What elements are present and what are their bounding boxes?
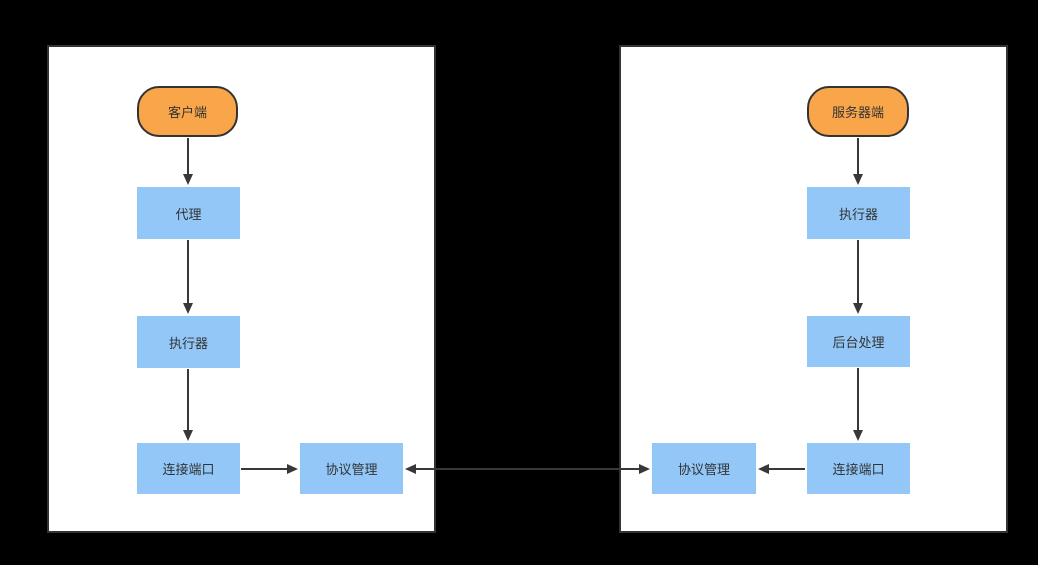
node-protocol-left[interactable]: 协议管理 <box>300 443 403 494</box>
node-executor-right[interactable]: 执行器 <box>807 187 910 239</box>
node-client-terminal-label: 客户端 <box>167 105 207 120</box>
node-proxy[interactable]: 代理 <box>137 187 240 239</box>
node-client-terminal[interactable]: 客户端 <box>137 86 238 137</box>
node-protocol-left-label: 协议管理 <box>325 462 378 477</box>
node-port-left-label: 连接端口 <box>162 462 215 477</box>
node-port-left[interactable]: 连接端口 <box>137 443 240 494</box>
node-executor-left-label: 执行器 <box>168 335 208 351</box>
node-server-terminal-label: 服务器端 <box>831 105 884 120</box>
node-server-terminal[interactable]: 服务器端 <box>807 86 909 137</box>
node-executor-left[interactable]: 执行器 <box>137 316 240 368</box>
node-protocol-right-label: 协议管理 <box>677 462 730 477</box>
node-protocol-right[interactable]: 协议管理 <box>652 443 756 494</box>
node-backend[interactable]: 后台处理 <box>807 316 910 367</box>
node-port-right-label: 连接端口 <box>832 462 885 477</box>
node-executor-right-label: 执行器 <box>838 206 878 222</box>
node-proxy-label: 代理 <box>175 206 202 222</box>
node-port-right[interactable]: 连接端口 <box>807 443 910 494</box>
node-backend-label: 后台处理 <box>832 335 885 350</box>
